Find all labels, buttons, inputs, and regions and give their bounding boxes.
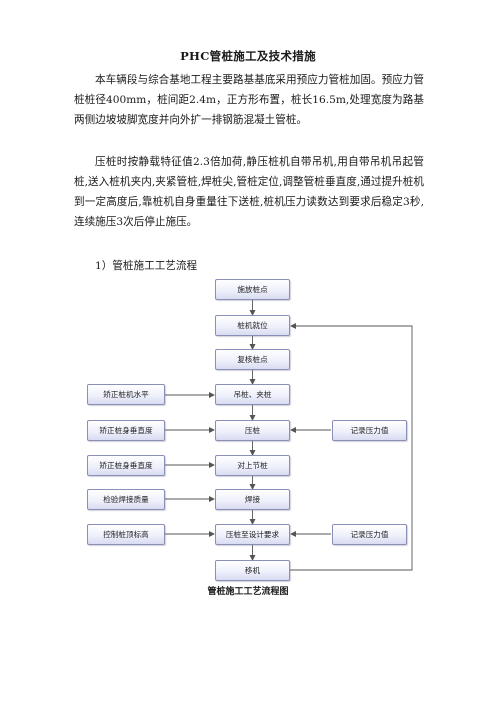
flow-right-1: 记录压力值 xyxy=(332,420,407,441)
flow-step-9: 移机 xyxy=(215,560,290,581)
paragraph-procedure: 压桩时按静载特征值2.3倍加荷,静压桩机自带吊机,用自带吊机吊起管桩,送入桩机夹… xyxy=(74,156,424,228)
flow-left-3: 矫正桩身垂直度 xyxy=(87,455,165,476)
flow-left-5: 控制桩顶标高 xyxy=(87,524,165,545)
flow-step-6: 对上节桩 xyxy=(215,455,290,476)
figure-caption: 管桩施工工艺流程图 xyxy=(207,587,289,597)
flow-step-7: 焊接 xyxy=(215,489,290,510)
flow-step-3: 复核桩点 xyxy=(215,349,290,370)
section-heading: 1）管桩施工工艺流程 xyxy=(95,260,198,272)
page-title: PHC管桩施工及技术措施 xyxy=(180,49,316,63)
flow-left-4: 检验焊接质量 xyxy=(87,489,165,510)
flow-step-1: 施放桩点 xyxy=(215,279,290,300)
flow-right-2: 记录压力值 xyxy=(332,524,407,545)
flow-step-4: 吊桩、夹桩 xyxy=(215,384,290,405)
flow-left-1: 矫正桩机水平 xyxy=(87,384,165,405)
flow-step-8: 压桩至设计要求 xyxy=(215,524,290,545)
flow-step-2: 桩机就位 xyxy=(215,315,290,336)
flow-left-2: 矫正桩身垂直度 xyxy=(87,420,165,441)
arrow-loop-back xyxy=(290,323,413,571)
paragraph-intro: 本车辆段与综合基地工程主要路基基底采用预应力管桩加固。预应力管桩桩径400mm，… xyxy=(74,74,424,126)
flow-step-5: 压桩 xyxy=(215,420,290,441)
